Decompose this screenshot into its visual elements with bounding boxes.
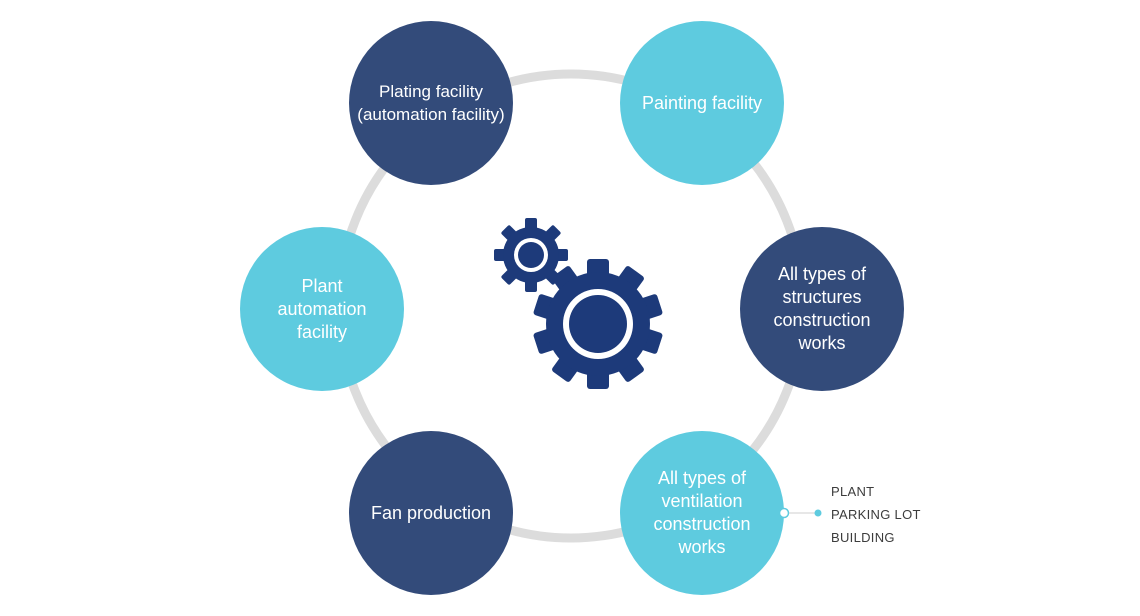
ventilation-subitems: PLANT PARKING LOT BUILDING [779,480,979,550]
node-label: All types of structures construction wor… [773,264,871,353]
node-label: Plant automation facility [277,275,367,342]
node-plant-automation: Plant automation facility [240,227,404,391]
subitem-building: BUILDING [831,530,895,545]
node-label: All types of ventilation construction wo… [653,468,751,557]
node-plating-facility: Plating facility (automation facility) [349,21,513,185]
small-gear-icon [494,218,568,292]
node-ventilation-construction: All types of ventilation construction wo… [620,431,784,595]
large-gear-icon [533,259,663,389]
connector-line [779,507,822,519]
gears-icon [494,218,663,389]
node-label: Painting facility [641,92,763,113]
node-fan-production: Fan production [349,431,513,595]
subitem-plant: PLANT [831,484,875,499]
node-label: Fan production [370,502,492,523]
node-label: Plating facility (automation facility) [357,82,505,124]
subitem-parking-lot: PARKING LOT [831,507,921,522]
node-painting-facility: Painting facility [620,21,784,185]
node-structures-construction: All types of structures construction wor… [740,227,904,391]
